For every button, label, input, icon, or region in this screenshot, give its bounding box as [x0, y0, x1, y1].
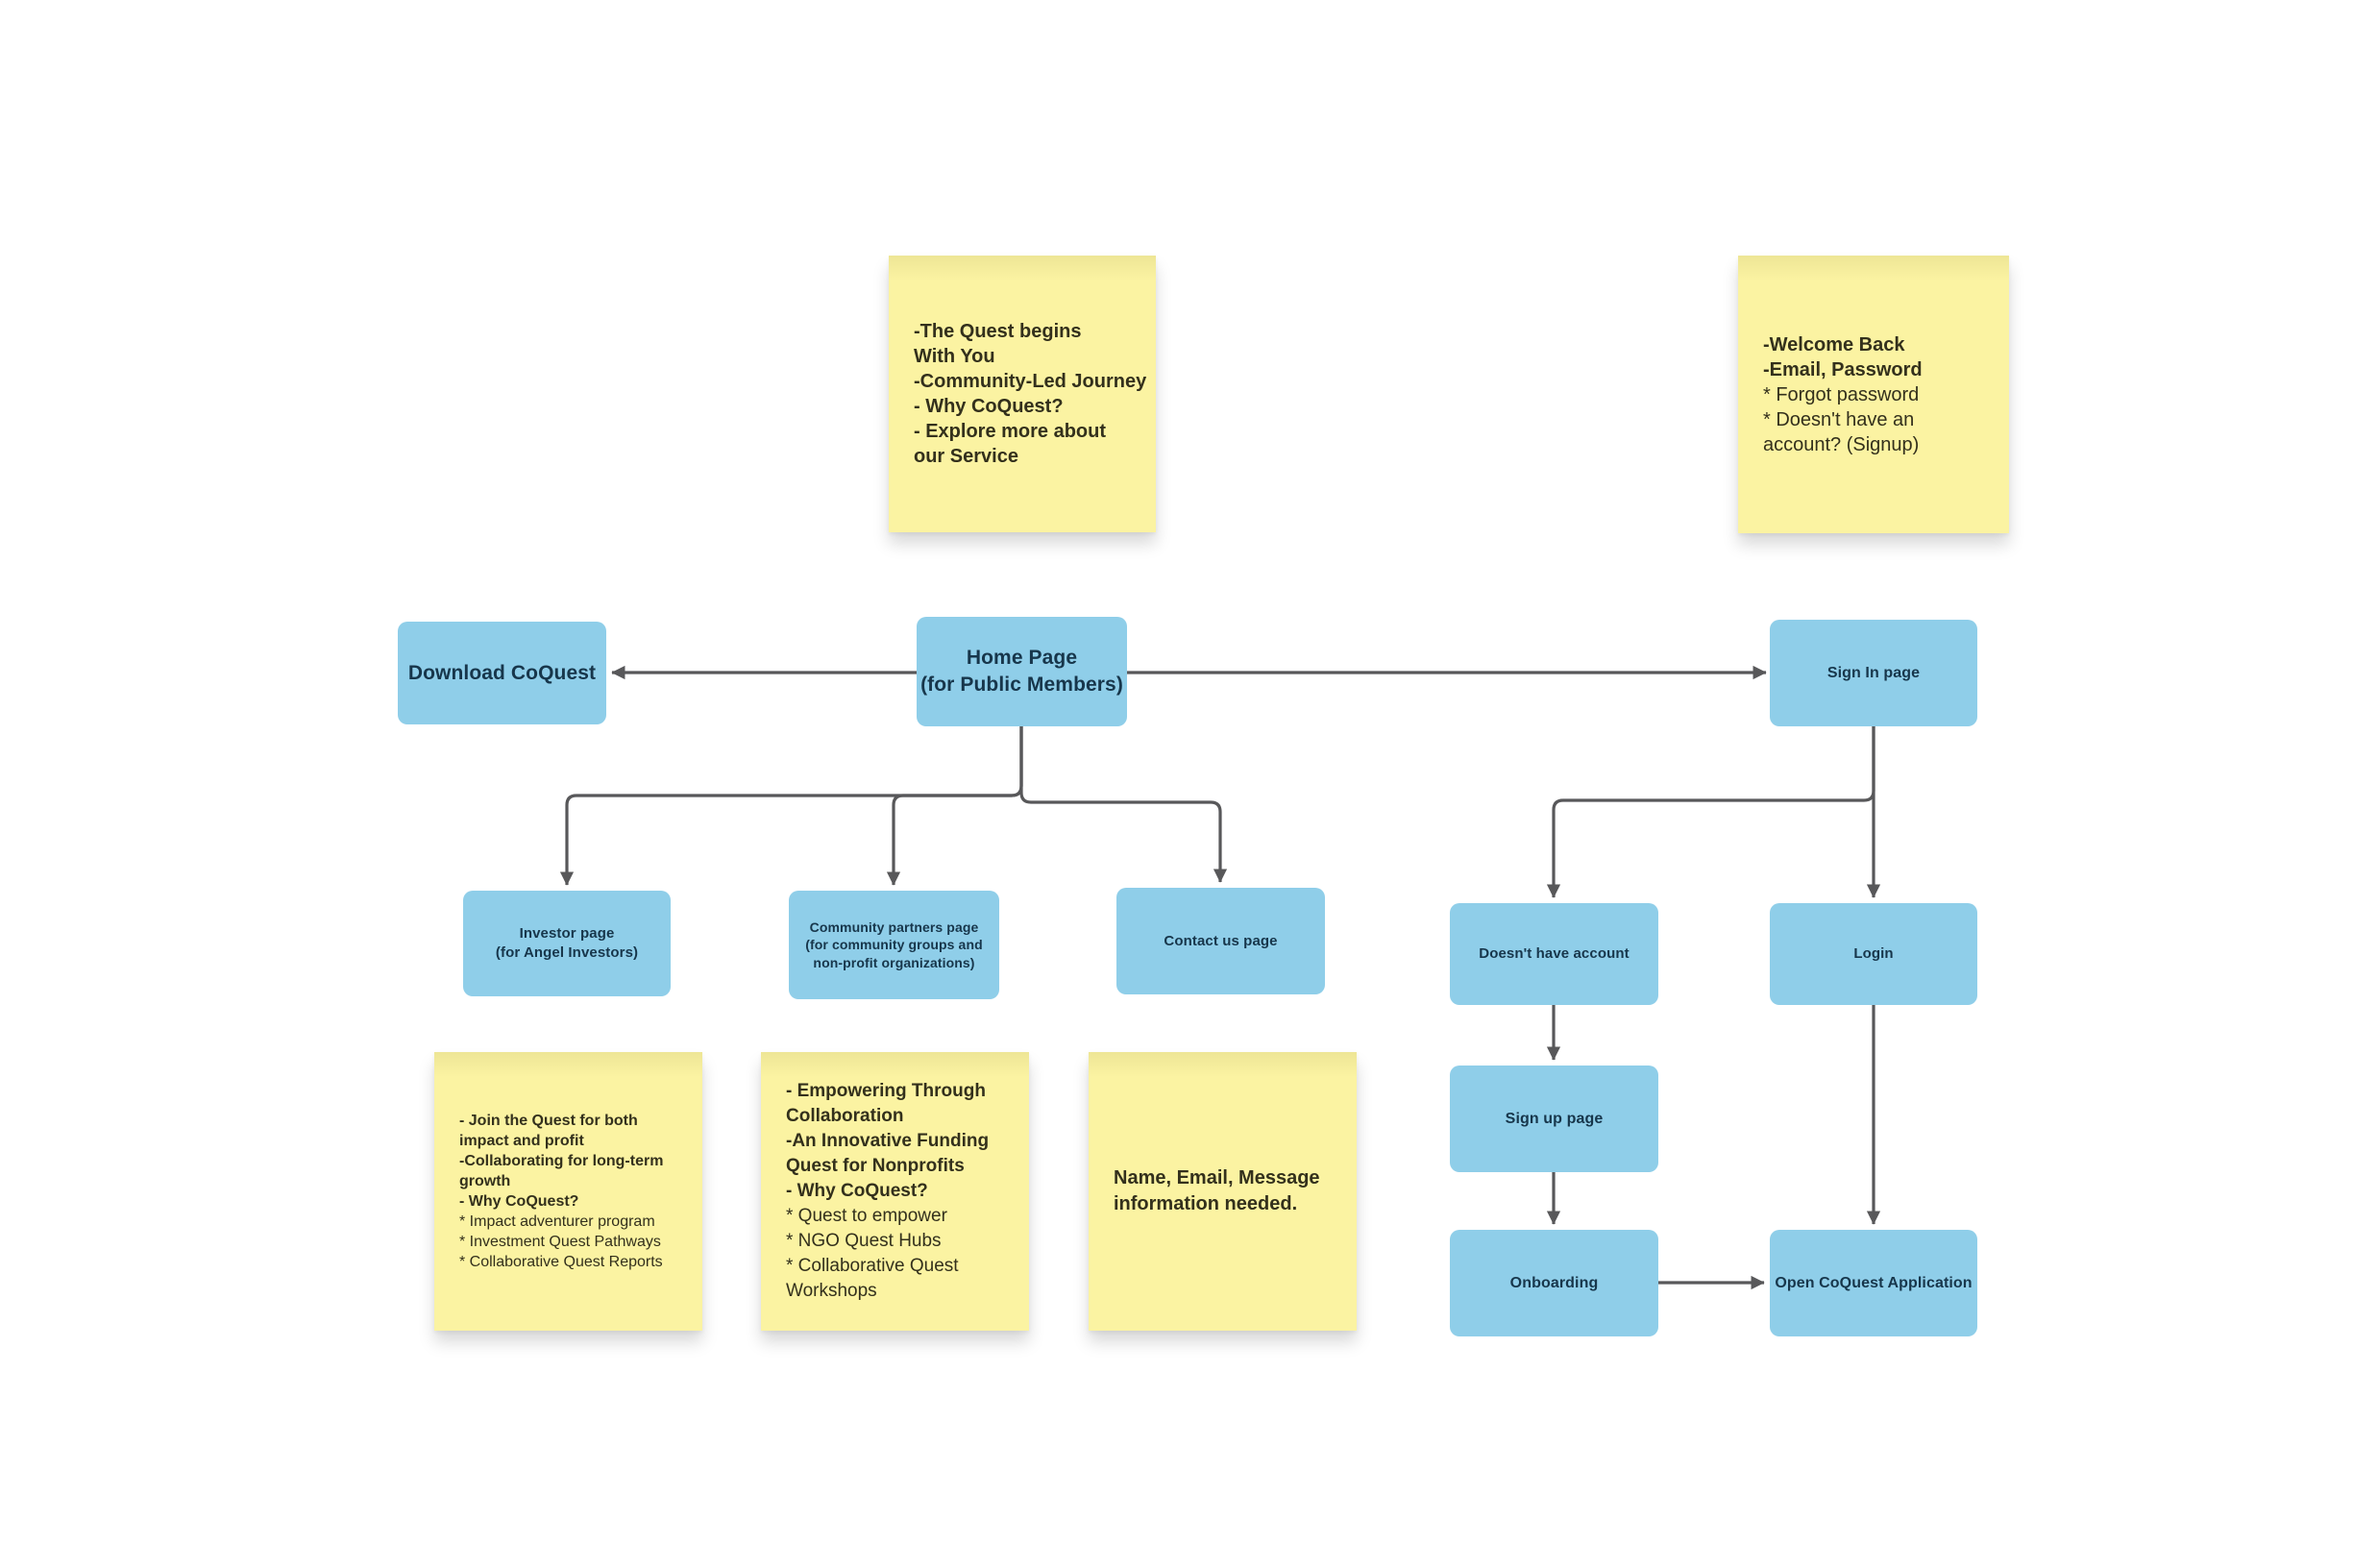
- node-label: Investor page: [519, 925, 615, 943]
- node-doesnt-have-account[interactable]: Doesn't have account: [1450, 903, 1658, 1005]
- node-download-coquest[interactable]: Download CoQuest: [398, 622, 606, 724]
- node-login[interactable]: Login: [1770, 903, 1977, 1005]
- note-line: - Why CoQuest?: [914, 396, 1064, 417]
- note-line: Name, Email, Message: [1114, 1167, 1320, 1188]
- node-label: Sign up page: [1505, 1110, 1604, 1127]
- note-line: * Collaborative Quest: [786, 1256, 959, 1276]
- note-line: - Join the Quest for both: [459, 1113, 638, 1129]
- note-line: -Welcome Back: [1763, 333, 1905, 355]
- note-line: * Impact adventurer program: [459, 1213, 655, 1230]
- note-line: information needed.: [1114, 1193, 1298, 1214]
- note-line: * Doesn't have an: [1763, 408, 1915, 430]
- note-line: -Community-Led Journey: [914, 371, 1147, 392]
- note-line: With You: [914, 346, 995, 367]
- edge-home-to-contact[interactable]: [1019, 726, 1228, 883]
- note-line: -Collaborating for long-term: [459, 1153, 664, 1169]
- note-line: * NGO Quest Hubs: [786, 1231, 942, 1251]
- note-line: - Explore more about: [914, 421, 1107, 442]
- note-line: -Email, Password: [1763, 358, 1923, 380]
- note-line: * Investment Quest Pathways: [459, 1234, 661, 1250]
- node-investor-page[interactable]: Investor page(for Angel Investors): [463, 891, 671, 996]
- node-label: Doesn't have account: [1479, 945, 1630, 963]
- node-label: Login: [1853, 945, 1894, 963]
- node-label: (for Public Members): [920, 674, 1123, 696]
- note-line: Quest for Nonprofits: [786, 1156, 965, 1176]
- note-line: -The Quest begins: [914, 321, 1082, 342]
- note-line: * Forgot password: [1763, 383, 1920, 405]
- node-home-page[interactable]: Home Page (for Public Members): [917, 617, 1127, 726]
- note-line: * Collaborative Quest Reports: [459, 1254, 663, 1270]
- node-open-coquest-application[interactable]: Open CoQuest Application: [1770, 1230, 1977, 1336]
- node-label: (for Angel Investors): [495, 944, 639, 961]
- note-line: impact and profit: [459, 1133, 584, 1149]
- note-line: growth: [459, 1173, 511, 1189]
- note-line: account? (Signup): [1763, 433, 1920, 455]
- node-sign-up-page[interactable]: Sign up page: [1450, 1066, 1658, 1172]
- node-sign-in-page[interactable]: Sign In page: [1770, 620, 1977, 726]
- node-label: Contact us page: [1164, 932, 1278, 949]
- note-line: Collaboration: [786, 1106, 904, 1126]
- note-line: - Why CoQuest?: [459, 1193, 579, 1210]
- node-community-partners-page[interactable]: Community partners page (for community gr…: [789, 891, 999, 999]
- node-label: Sign In page: [1826, 664, 1921, 681]
- node-label: Open CoQuest Application: [1775, 1274, 1973, 1291]
- note-line: - Why CoQuest?: [786, 1181, 928, 1201]
- sticky-note-contact-content[interactable]: Name, Email, Message information needed.: [1089, 1052, 1357, 1331]
- note-line: - Empowering Through: [786, 1081, 986, 1101]
- node-onboarding[interactable]: Onboarding: [1450, 1230, 1658, 1336]
- note-line: Workshops: [786, 1281, 877, 1301]
- note-line: our Service: [914, 446, 1018, 467]
- node-label: Home Page: [966, 647, 1078, 670]
- sticky-note-signin-content[interactable]: -Welcome Back -Email, Password * Forgot pa…: [1738, 256, 2009, 533]
- node-label: non-profit organizations): [813, 954, 975, 970]
- node-label: Onboarding: [1509, 1274, 1599, 1291]
- node-label: (for community groups and: [805, 937, 983, 953]
- note-line: -An Innovative Funding: [786, 1131, 990, 1151]
- sticky-note-investor-content[interactable]: - Join the Quest for both impact and prof…: [434, 1052, 702, 1331]
- node-contact-us-page[interactable]: Contact us page: [1116, 888, 1325, 994]
- node-label: Community partners page: [809, 919, 979, 935]
- note-line: * Quest to empower: [786, 1206, 947, 1226]
- node-label: Download CoQuest: [407, 661, 597, 684]
